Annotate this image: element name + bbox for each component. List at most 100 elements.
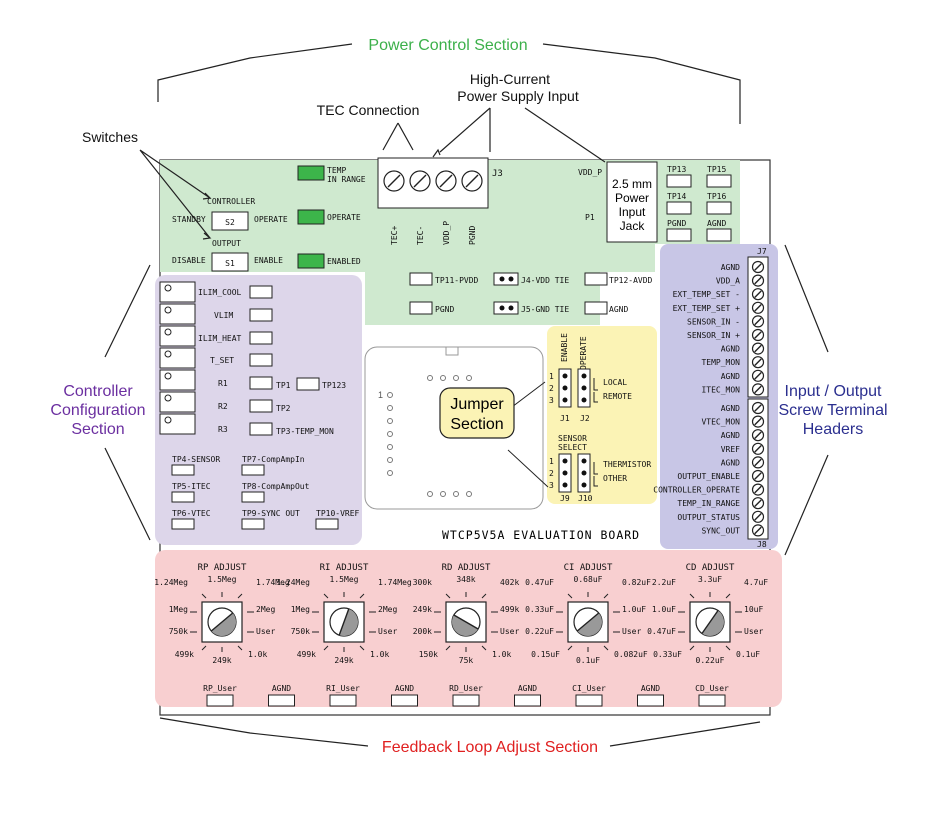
j8-screw-3-slot: [754, 431, 762, 439]
j4-jumper[interactable]: [493, 272, 519, 286]
config-item-pad[interactable]: [249, 376, 273, 390]
j4-pin-2: [508, 276, 514, 282]
mcu-hole: [387, 444, 393, 450]
config-tp-pad[interactable]: [315, 518, 339, 530]
dial-title: RI ADJUST: [320, 563, 369, 573]
dial-position-label: User: [744, 627, 763, 636]
high-current-callout-2: Power Supply Input: [457, 88, 579, 104]
power-tp-label: AGND: [707, 219, 726, 228]
tp12-pad[interactable]: [584, 272, 608, 286]
power-input-jack: [606, 161, 658, 243]
config-item-label: T_SET: [210, 356, 234, 365]
dial-tick: [323, 645, 329, 651]
j7-screw-8-slot: [754, 358, 762, 366]
j9-jumper-pin: [562, 482, 568, 488]
power-tp-pad[interactable]: [666, 174, 692, 188]
dial-tick: [689, 593, 695, 599]
dial-tick: [201, 593, 207, 599]
feedback-pad[interactable]: [329, 694, 357, 707]
dial-title: RD ADJUST: [442, 563, 491, 573]
s2-label: S2: [225, 218, 235, 227]
config-pot[interactable]: [159, 391, 196, 413]
config-tp-label: TP6-VTEC: [172, 509, 211, 518]
dial-tick: [323, 593, 329, 599]
mcu-hole: [427, 491, 433, 497]
config-pot[interactable]: [159, 325, 196, 347]
controller-switch-s2[interactable]: [211, 211, 249, 231]
tec-arrows: [382, 122, 414, 151]
output-switch-title: OUTPUT: [212, 239, 241, 248]
io-pin-label: EXT_TEMP_SET +: [673, 304, 741, 313]
power-tp-pad[interactable]: [706, 228, 732, 242]
power-tp-pad[interactable]: [666, 228, 692, 242]
j10-jumper-pin: [581, 470, 587, 476]
local-remote-brackets: [593, 378, 598, 403]
config-tp-pad[interactable]: [241, 464, 265, 476]
output-switch-s1[interactable]: [211, 252, 249, 272]
dial-position-label: User: [378, 627, 397, 636]
feedback-pad[interactable]: [268, 694, 295, 707]
j9-pin-number: 2: [549, 469, 554, 478]
config-item-pad[interactable]: [249, 308, 273, 322]
j7-screw-3-slot: [754, 290, 762, 298]
dial-tick: [481, 593, 487, 599]
tp2-label: TP2: [276, 404, 291, 413]
io-pin-label: TEMP_IN_RANGE: [677, 499, 740, 508]
tp12-label: TP12-AVDD: [609, 276, 653, 285]
mcu-hole: [387, 457, 393, 463]
dial-position-label: 1.0uF: [652, 605, 676, 614]
config-tp-pad[interactable]: [171, 491, 195, 503]
power-tp-pad[interactable]: [666, 201, 692, 215]
feedback-pad[interactable]: [452, 694, 480, 707]
config-item-pad[interactable]: [249, 399, 273, 413]
config-tp-pad[interactable]: [241, 518, 265, 530]
config-item-pad[interactable]: [249, 353, 273, 367]
feedback-pad[interactable]: [575, 694, 603, 707]
feedback-pad[interactable]: [698, 694, 726, 707]
power-tp-pad[interactable]: [706, 201, 732, 215]
pgnd-pad[interactable]: [409, 301, 433, 315]
dial-tick: [603, 645, 609, 651]
feedback-pad[interactable]: [514, 694, 541, 707]
j7-screw-6-slot: [754, 331, 762, 339]
j4-pin-1: [499, 276, 505, 282]
operate-led: [297, 209, 325, 225]
config-pot[interactable]: [159, 303, 196, 325]
dial-position-label: 150k: [419, 650, 438, 659]
config-pot[interactable]: [159, 281, 196, 303]
j5-jumper[interactable]: [493, 301, 519, 315]
config-item-pad[interactable]: [249, 331, 273, 345]
dial-position-label: 249k: [334, 656, 353, 665]
dial-position-label: 0.68uF: [574, 575, 603, 584]
config-pot[interactable]: [159, 413, 196, 435]
config-tp-pad[interactable]: [171, 518, 195, 530]
agnd-pad[interactable]: [584, 301, 608, 315]
config-tp-pad[interactable]: [171, 464, 195, 476]
config-item-pad[interactable]: [249, 285, 273, 299]
dial-position-label: 0.1uF: [736, 650, 760, 659]
io-pin-label: AGND: [721, 372, 740, 381]
j10-jumper-pin: [581, 482, 587, 488]
s1-label: S1: [225, 259, 235, 268]
config-pot[interactable]: [159, 347, 196, 369]
config-tp-pad[interactable]: [241, 491, 265, 503]
feedback-pad[interactable]: [637, 694, 664, 707]
io-pin-label: SENSOR_IN -: [687, 317, 740, 326]
tp123-pad[interactable]: [296, 377, 320, 391]
tp11-label: TP11-PVDD: [435, 276, 479, 285]
feedback-pad[interactable]: [391, 694, 418, 707]
tp11-pad[interactable]: [409, 272, 433, 286]
dial-position-label: 1.0k: [370, 650, 389, 659]
j1-jumper-pin: [562, 397, 568, 403]
j9-pin-number: 3: [549, 481, 554, 490]
config-item-pad[interactable]: [249, 422, 273, 436]
dial-position-label: User: [256, 627, 275, 636]
power-tp-pad[interactable]: [706, 174, 732, 188]
config-pot[interactable]: [159, 369, 196, 391]
feedback-pad[interactable]: [206, 694, 234, 707]
config-tp-label: TP7-CompAmpIn: [242, 455, 305, 464]
dial-position-label: 750k: [291, 627, 310, 636]
io-section-label: Input / Output Screw Terminal Headers: [778, 383, 887, 438]
dial-position-label: 249k: [413, 605, 432, 614]
